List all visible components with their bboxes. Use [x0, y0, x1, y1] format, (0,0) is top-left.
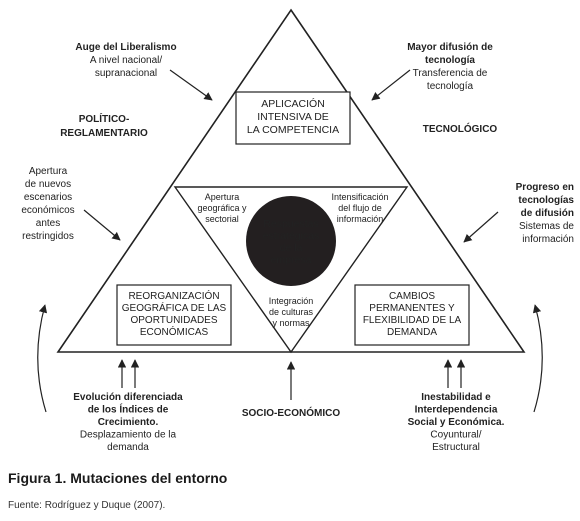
text-line: Integración — [269, 296, 314, 306]
text-line: geográfica y — [197, 203, 247, 213]
text-line: LA COMPETENCIA — [247, 124, 339, 136]
text-line: tecnología — [427, 81, 474, 92]
text-line: OPORTUNIDADES — [130, 315, 217, 326]
text-line: REORGANIZACIÓN — [128, 289, 219, 302]
right-box — [354, 284, 470, 346]
text-line: Sistemas de — [519, 221, 574, 232]
figure-source: Fuente: Rodríguez y Duque (2007). — [8, 500, 166, 511]
left-box — [116, 284, 232, 346]
text-line: restringidos — [22, 231, 74, 242]
text-line: de los Índices de — [88, 403, 169, 416]
text-line: Mayor difusión de — [407, 42, 493, 53]
text-line: escenarios — [24, 192, 72, 203]
text-line: Apertura — [205, 192, 240, 202]
text-line: tecnología — [425, 55, 475, 66]
text-line: POLÍTICO- — [79, 112, 130, 125]
text-line: DEMANDA — [387, 327, 437, 338]
text-line: sectorial — [205, 214, 239, 224]
text-line: PERMANENTES Y — [369, 303, 455, 314]
text-line: Crecimiento. — [98, 417, 159, 428]
arrow-curve-left — [37, 304, 48, 413]
text-line: Intensificación — [331, 192, 388, 202]
text-line: FLEXIBILIDAD DE LA — [363, 315, 462, 326]
text-line: Inestabilidad e — [421, 392, 491, 403]
side-right-label: TECNOLÓGICO — [423, 122, 498, 135]
side-bottom-label: SOCIO-ECONÓMICO — [242, 406, 341, 419]
text-line: Progreso en — [516, 182, 574, 193]
text-line: antes — [36, 218, 60, 229]
arrow-top-left — [169, 69, 213, 101]
text-line: supranacional — [95, 68, 157, 79]
arrow-mid-right — [463, 211, 499, 243]
arrow-curve-right — [532, 304, 543, 413]
arrow-mid-left — [83, 209, 121, 241]
center-circle — [246, 196, 336, 286]
text-line: Social y Económica. — [408, 417, 505, 428]
text-line: REGLAMENTARIO — [60, 128, 148, 139]
text-line: INTENSIVA DE — [257, 111, 329, 123]
text-line: Estructural — [432, 442, 480, 453]
text-line: estratégicas — [263, 230, 320, 242]
text-line: de culturas — [269, 307, 314, 317]
text-line: y normas — [272, 318, 310, 328]
inner-triangle — [173, 186, 409, 354]
arrow-top-right — [371, 69, 411, 101]
text-line: APLICACIÓN — [261, 97, 325, 110]
text-line: A nivel nacional/ — [90, 55, 162, 66]
text-line: de nuevos — [25, 179, 71, 190]
text-line: información — [337, 214, 384, 224]
text-line: tecnologías — [518, 195, 574, 206]
text-line: ECONÓMICAS — [140, 325, 209, 338]
text-line: económicos — [21, 205, 74, 216]
side-left-label: POLÍTICO- REGLAMENTARIO — [60, 112, 148, 139]
top-box — [235, 91, 351, 145]
text-line: Coyuntural/ — [430, 430, 481, 441]
text-line: Transferencia de — [413, 68, 488, 79]
text-line: de difusión — [521, 208, 574, 219]
figure-caption: Figura 1. Mutaciones del entorno — [8, 470, 228, 486]
text-line: del flujo de — [338, 203, 382, 213]
text-line: GEOGRÁFICA DE LAS — [122, 301, 227, 314]
text-line: empresa — [271, 254, 312, 266]
text-line: de la — [280, 242, 303, 254]
text-line: Respuestas — [263, 218, 318, 230]
text-line: demanda — [107, 442, 149, 453]
text-line: información — [522, 234, 574, 245]
text-line: Desplazamiento de la — [80, 430, 177, 441]
driver-top-left: Auge del Liberalismo A nivel nacional/sup… — [75, 42, 176, 79]
text-line: CAMBIOS — [389, 291, 435, 302]
text-line: Evolución diferenciada — [73, 392, 183, 403]
text-line: Interdependencia — [415, 405, 498, 416]
text-line: Auge del Liberalismo — [75, 42, 176, 53]
driver-mid-left: Apertura de nuevos escenarios económicos ant… — [21, 166, 74, 242]
text-line: Apertura — [29, 166, 68, 177]
